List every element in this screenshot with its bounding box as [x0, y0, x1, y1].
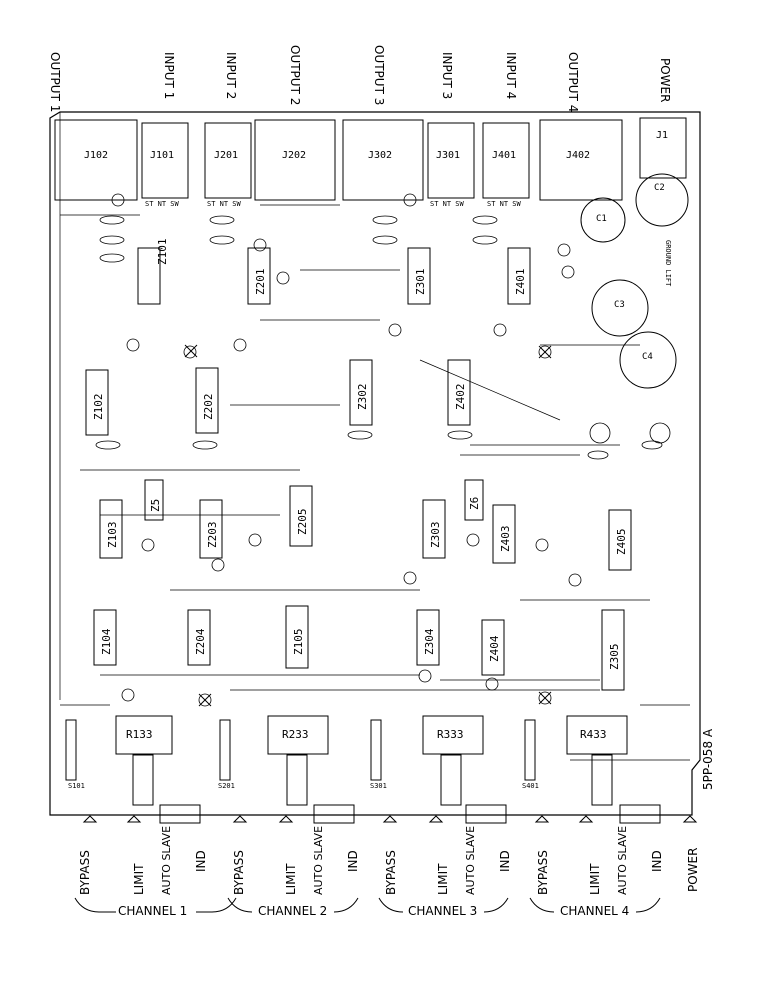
trace-lines [59, 112, 690, 761]
cap-c2: C2 [654, 183, 665, 193]
electrolytic-capacitors [580, 173, 689, 389]
ic-z205: Z205 [296, 508, 309, 536]
switch-s101: S101 [68, 782, 85, 790]
jack-sub-3: ST NT SW [430, 200, 464, 208]
ctrl-ind-3: IND [498, 850, 512, 872]
ic-outlines [85, 247, 632, 691]
jack-j402: J402 [566, 150, 591, 161]
board-id: 5PP-058 A [701, 728, 715, 790]
bottom-parts [65, 719, 661, 824]
ic-z201: Z201 [254, 268, 267, 296]
ic-z304: Z304 [423, 628, 436, 656]
jack-j302: J302 [368, 150, 393, 161]
jack-j202: J202 [282, 150, 307, 161]
ctrl-bypass-2: BYPASS [232, 850, 246, 895]
ic-z204: Z204 [194, 628, 207, 656]
bottom-leds [82, 815, 698, 823]
label-input-1: INPUT 1 [162, 52, 176, 100]
ctrl-limit-3: LIMIT [436, 863, 450, 895]
ctrl-auto-slave-3: AUTO SLAVE [464, 825, 477, 895]
channel-1-label: CHANNEL 1 [118, 904, 188, 918]
ic-z401: Z401 [514, 268, 527, 296]
label-input-3: INPUT 3 [440, 52, 454, 100]
ic-z303: Z303 [429, 521, 442, 549]
ground-lift-label: GROUND LIFT [664, 240, 672, 287]
ic-z202: Z202 [202, 393, 215, 421]
channel-3-label: CHANNEL 3 [408, 904, 478, 918]
potentiometers [115, 715, 628, 806]
ctrl-ind-1: IND [194, 850, 208, 872]
ctrl-bypass-4: BYPASS [536, 850, 550, 895]
connector-housings [54, 117, 687, 201]
ic-z103: Z103 [106, 521, 119, 549]
ctrl-bypass-3: BYPASS [384, 850, 398, 895]
switch-s201: S201 [218, 782, 235, 790]
pot-r433: R433 [580, 728, 607, 741]
ctrl-auto-slave-4: AUTO SLAVE [616, 825, 629, 895]
switch-s301: S301 [370, 782, 387, 790]
ic-z402: Z402 [454, 383, 467, 411]
ic-z105: Z105 [292, 628, 305, 656]
channel-2-label: CHANNEL 2 [258, 904, 328, 918]
switch-s401: S401 [522, 782, 539, 790]
ic-z403: Z403 [499, 525, 512, 553]
channel-braces [74, 897, 661, 913]
ctrl-power: POWER [686, 847, 700, 892]
jack-j401: J401 [492, 150, 517, 161]
pot-r133: R133 [126, 728, 153, 741]
jack-sub-2: ST NT SW [207, 200, 241, 208]
ic-z104: Z104 [100, 628, 113, 656]
ic-z301: Z301 [414, 268, 427, 296]
ctrl-auto-slave-1: AUTO SLAVE [160, 825, 173, 895]
ic-z6: Z6 [468, 496, 481, 510]
channel-4-label: CHANNEL 4 [560, 904, 630, 918]
label-input-4: INPUT 4 [504, 52, 518, 100]
ic-z203: Z203 [206, 521, 219, 549]
ic-z404: Z404 [488, 635, 501, 663]
label-output-4: OUTPUT 4 [566, 52, 580, 113]
ctrl-limit-4: LIMIT [588, 863, 602, 895]
label-output-3: OUTPUT 3 [372, 45, 386, 106]
jack-sub-1: ST NT SW [145, 200, 179, 208]
label-power-top: POWER [658, 58, 672, 103]
board-outline [49, 111, 701, 816]
ctrl-auto-slave-2: AUTO SLAVE [312, 825, 325, 895]
ic-z302: Z302 [356, 383, 369, 411]
pot-r333: R333 [437, 728, 464, 741]
jack-j201: J201 [214, 150, 239, 161]
small-components [95, 193, 671, 707]
ctrl-ind-2: IND [346, 850, 360, 872]
jack-j101: J101 [150, 150, 175, 161]
label-input-2: INPUT 2 [224, 52, 238, 100]
cap-c3: C3 [614, 300, 625, 310]
jack-j102: J102 [84, 150, 109, 161]
label-output-2: OUTPUT 2 [288, 45, 302, 106]
ic-z405: Z405 [615, 528, 628, 556]
jack-j1: J1 [656, 130, 669, 141]
label-output-1: OUTPUT 1 [48, 52, 62, 113]
cap-c1: C1 [596, 214, 607, 224]
jack-j301: J301 [436, 150, 461, 161]
ctrl-bypass-1: BYPASS [78, 850, 92, 895]
jack-sub-4: ST NT SW [487, 200, 521, 208]
ic-z5: Z5 [149, 498, 162, 512]
ic-z305: Z305 [608, 643, 621, 671]
mounting-marks [184, 344, 552, 707]
pot-r233: R233 [282, 728, 309, 741]
ic-z101: Z101 [156, 238, 169, 266]
ctrl-ind-4: IND [650, 850, 664, 872]
ic-z102: Z102 [92, 393, 105, 421]
cap-c4: C4 [642, 352, 653, 362]
ctrl-limit-1: LIMIT [132, 863, 146, 895]
ctrl-limit-2: LIMIT [284, 863, 298, 895]
